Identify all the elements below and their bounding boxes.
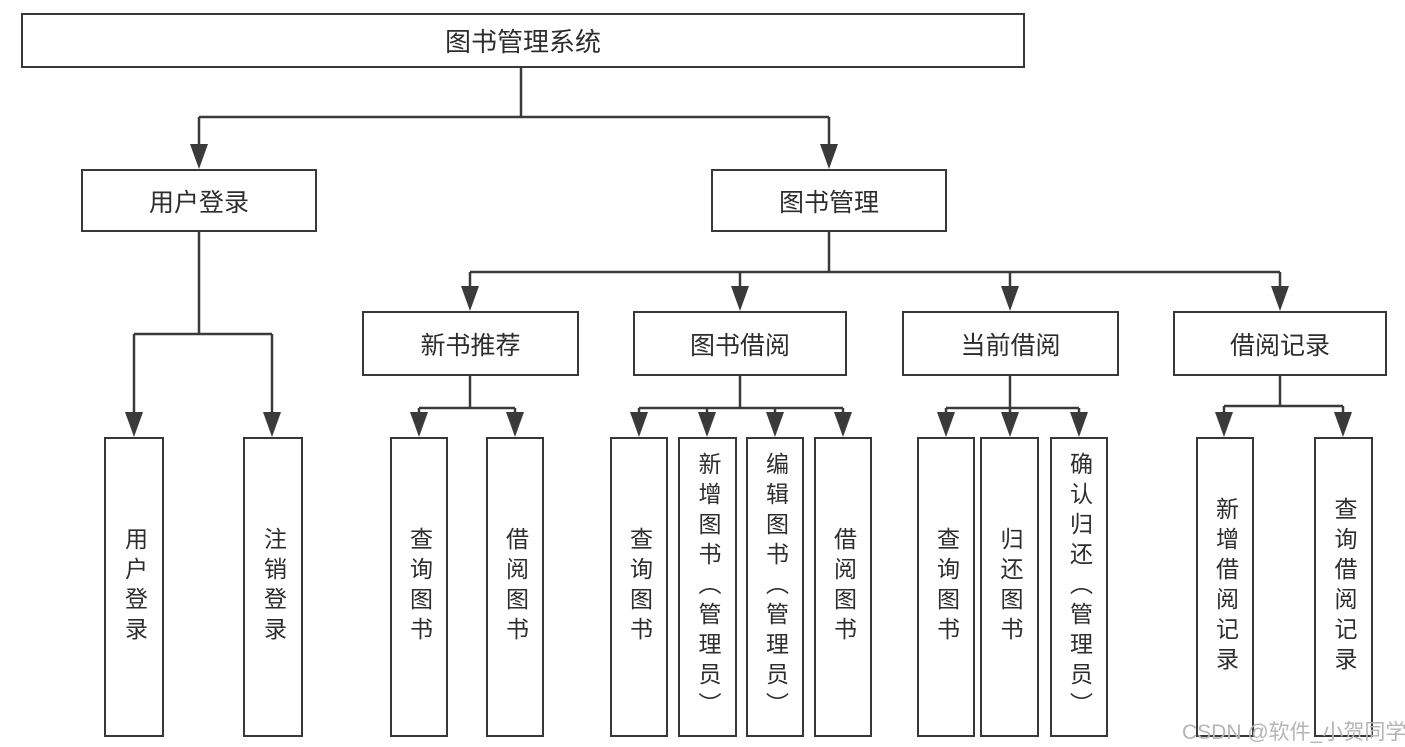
leaf-user-login: 用户登录 <box>104 437 164 737</box>
leaf-query-borrow-record: 查询借阅记录 <box>1314 437 1373 737</box>
leaf-borrow-books-recommend: 借阅图书 <box>486 437 544 737</box>
csdn-watermark: CSDN @软件_小贺同学 <box>1182 721 1405 744</box>
node-borrow-records: 借阅记录 <box>1173 311 1387 376</box>
leaf-edit-book-admin: 编辑图书（管理员） <box>746 437 804 737</box>
leaf-confirm-return-admin: 确认归还（管理员） <box>1050 437 1108 737</box>
leaf-add-book-admin: 新增图书（管理员） <box>678 437 737 737</box>
node-new-book-recommend: 新书推荐 <box>362 311 579 376</box>
node-book-borrow: 图书借阅 <box>633 311 847 376</box>
leaf-return-book: 归还图书 <box>980 437 1039 737</box>
node-current-borrow: 当前借阅 <box>902 311 1119 376</box>
leaf-query-books-borrow: 查询图书 <box>610 437 668 737</box>
leaf-add-borrow-record: 新增借阅记录 <box>1196 437 1254 737</box>
node-book-management: 图书管理 <box>711 169 947 232</box>
leaf-query-books-current: 查询图书 <box>917 437 975 737</box>
leaf-logout: 注销登录 <box>243 437 303 737</box>
node-root: 图书管理系统 <box>21 13 1025 68</box>
node-user-login: 用户登录 <box>81 169 317 232</box>
leaf-borrow-books: 借阅图书 <box>814 437 872 737</box>
leaf-query-books-recommend: 查询图书 <box>390 437 448 737</box>
